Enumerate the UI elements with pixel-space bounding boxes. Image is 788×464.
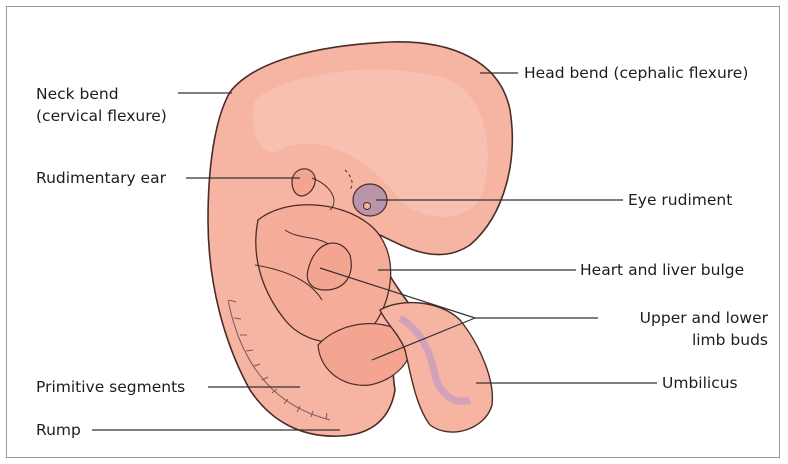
label-cervical-flexure: (cervical flexure) <box>36 106 167 126</box>
label-rudimentary-ear: Rudimentary ear <box>36 168 166 188</box>
label-rump: Rump <box>36 420 81 440</box>
label-limb-buds-2: limb buds <box>692 330 768 350</box>
label-head-bend: Head bend (cephalic flexure) <box>524 63 748 83</box>
label-heart-liver-bulge: Heart and liver bulge <box>580 260 744 280</box>
label-eye-rudiment: Eye rudiment <box>628 190 732 210</box>
label-primitive-segments: Primitive segments <box>36 377 185 397</box>
label-umbilicus: Umbilicus <box>662 373 738 393</box>
label-neck-bend: Neck bend <box>36 84 119 104</box>
label-limb-buds-1: Upper and lower <box>640 308 768 328</box>
